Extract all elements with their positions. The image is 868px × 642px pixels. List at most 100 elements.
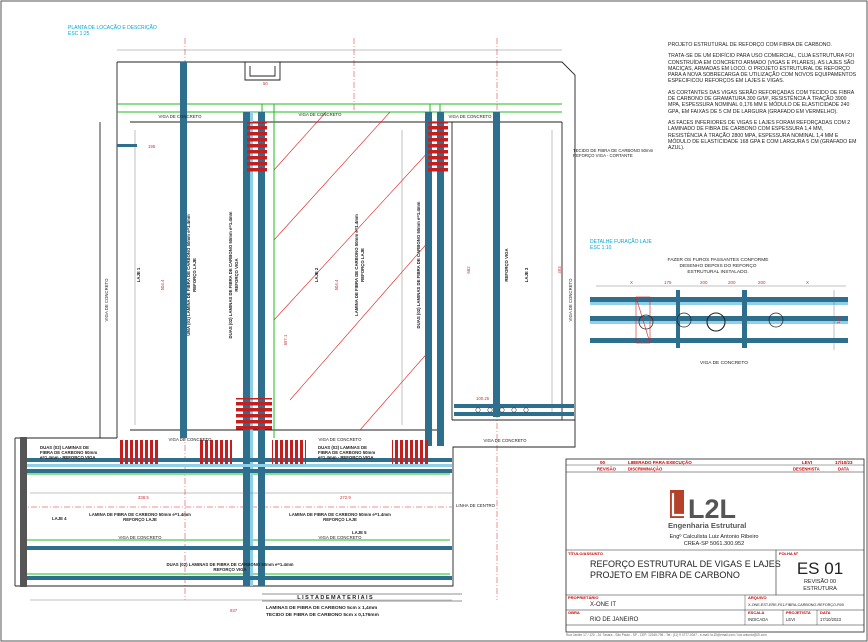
dim-50: 50	[263, 81, 268, 86]
lamina-laje-left-1: LAMINA DE FIBRA DE CARBONO 50mm e=1.4mm	[89, 512, 191, 517]
arquivo-value: X-ONE-EST-ERE-F01-FIBRA-CARBONO-REFORÇO-…	[748, 603, 844, 607]
projetista-label: PROJETISTA	[786, 610, 811, 615]
detail-dim-200a: 200	[700, 280, 708, 285]
laje-2-label: LAJE 2	[314, 267, 319, 282]
laje-3-label: LAJE 3	[524, 267, 529, 282]
detail-note-3: ESTRUTURAL INSTALADO.	[687, 269, 748, 275]
obra-value: RIO DE JANEIRO	[590, 617, 639, 623]
obra-label: OBRA	[568, 610, 580, 615]
vert-label-2a: DUAS (02) LAMINAS DE FIBRA DE CARBONO 50…	[228, 211, 233, 338]
sheet-revision: REVISÃO 00	[804, 578, 836, 585]
footer-address: Rua Jardim 17 / 120 - Jd. Tanara - São P…	[566, 633, 767, 637]
duas-right-2: FIBRA DE CARBONO 50mm	[318, 450, 375, 455]
carbon-strips-horizontal	[27, 144, 574, 580]
l2l-logo-icon	[670, 490, 684, 518]
detail-furacao-drawing: X 175 200 200 200 X 160 VIGA DE CONCRETO	[590, 280, 848, 366]
logo-subtitle: Engenharia Estrutural	[668, 521, 746, 530]
titulo-line-2: PROJETO EM FIBRA DE CARBONO	[590, 570, 740, 580]
material-item-2: TECIDO DE FIBRA DE CARBONO 5cm x 0,176mm	[266, 612, 379, 618]
escala-label: ESCALA	[748, 610, 765, 615]
dim-272: 272.9	[340, 495, 351, 500]
engineer-crea: CREA-SP 5061.300.952	[684, 541, 745, 547]
rev-h-rev: REVISÃO	[597, 467, 617, 472]
rev-h-date: DATA	[838, 467, 849, 472]
dim-338: 338.5	[138, 495, 149, 500]
note-description: TRATA-SE DE UM EDIFÍCIO PARA USO COMERCI…	[668, 53, 857, 85]
rev-by: LEVI	[802, 460, 812, 465]
data-value: 17/10/2023	[820, 617, 842, 622]
materials-list: L I S T A D E M A T E R I A I S LAMINAS …	[262, 593, 462, 618]
detail-dim-x: X	[630, 280, 633, 285]
viga-label-left-vert: VIGA DE CONCRETO	[104, 278, 109, 322]
material-item-1: LAMINAS DE FIBRA DE CARBONO 5cm x 1,4mm	[266, 605, 377, 611]
data-label: DATA	[820, 610, 831, 615]
detail-dim-200c: 200	[758, 280, 766, 285]
dimension-lines	[30, 49, 562, 601]
proprietario-label: PROPRIETÁRIO	[568, 595, 598, 600]
building-outline	[14, 61, 576, 587]
general-notes: PROJETO ESTRUTURAL DE REFORÇO COM FIBRA …	[668, 42, 858, 156]
detail-note-2: DESENHO DEPOIS DO REFORÇO	[679, 263, 756, 269]
vert-label-1a: UMA (01) LAMINA DE FIBRA DE CARBONO 50mm…	[186, 214, 191, 336]
lamina-laje-right-1: LAMINA DE FIBRA DE CARBONO 50mm e=1.4mm	[289, 512, 391, 517]
materials-title: L I S T A D E M A T E R I A I S	[297, 595, 373, 601]
dim-10025: 100.25	[476, 396, 490, 401]
viga-label-mid: VIGA DE CONCRETO	[169, 437, 213, 442]
sheet-number: ES 01	[797, 559, 843, 578]
laje-1-label: LAJE 1	[136, 267, 141, 282]
title-block: 00 LIBERADO PARA EXECUÇÃO LEVI 17/10/23 …	[565, 458, 865, 637]
tecido-viga-label-2: REFORÇO VIGA - CORTANTE	[573, 153, 633, 158]
viga-label-mid2: VIGA DE CONCRETO	[319, 437, 363, 442]
duas-left-1: DUAS (02) LAMINAS DE	[40, 445, 89, 450]
rev-h-by: DESENHISTA	[793, 467, 820, 472]
dim-195: 195	[148, 144, 156, 149]
detail-title: DETALHE FURAÇÃO LAJE	[590, 238, 653, 245]
plan-title: PLANTA DE LOCAÇÃO E DESCRIÇÃO	[68, 24, 157, 31]
dim-504: 504.4	[160, 279, 165, 290]
detail-dim-175: 175	[664, 280, 672, 285]
shear-wraps	[118, 122, 448, 464]
note-shear: AS CORTANTES DAS VIGAS SERÃO REFORÇADAS …	[668, 89, 854, 115]
tecido-viga-label-1: TECIDO DE FIBRA DE CARBONO 50mm	[573, 148, 654, 153]
duas-right-1: DUAS (02) LAMINAS DE	[318, 445, 367, 450]
dim-5047: 504.4	[334, 279, 339, 290]
laje-5-label: LAJE 5	[352, 530, 367, 535]
vert-label-3a: LAMINA DE FIBRA DE CARBONO 50mm e=1.4mm	[354, 214, 359, 316]
lamina-laje-left-2: REFORÇO LAJE	[123, 517, 157, 522]
duas-bottom-1: DUAS (02) LAMINAS DE FIBRA DE CARBONO 50…	[167, 562, 294, 567]
detail-dim-200b: 200	[728, 280, 736, 285]
projetista-value: LEVI	[786, 617, 795, 622]
sheet-discipline: ESTRUTURA	[803, 586, 837, 592]
viga-label-left-top: VIGA DE CONCRETO	[159, 114, 203, 119]
dim-682: 682	[466, 266, 471, 274]
duas-right-3: e=1.4mm - REFORÇO VIGA	[318, 455, 374, 460]
rev-desc: LIBERADO PARA EXECUÇÃO	[628, 459, 692, 465]
carbon-strips-vertical	[180, 62, 500, 586]
vert-label-4a: DUAS (02) LAMINAS DE FIBRA DE CARBONO 50…	[416, 201, 421, 328]
arquivo-label: ARQUIVO	[748, 595, 767, 600]
viga-label-bottom-right: VIGA DE CONCRETO	[319, 535, 363, 540]
rev-date: 17/10/23	[835, 460, 853, 465]
lamina-laje-right-2: REFORÇO LAJE	[323, 517, 357, 522]
step-holes	[475, 407, 529, 413]
viga-label-top: VIGA DE CONCRETO	[299, 112, 343, 117]
rev-number: 00	[600, 460, 606, 465]
duas-left-2: FIBRA DE CARBONO 50mm	[40, 450, 97, 455]
detail-note-1: FAZER OS FUROS PASSANTES CONFORME	[668, 257, 769, 263]
vert-label-4b: REFORÇO VIGA	[504, 248, 509, 281]
engineer-name: Engº Calculista Luiz Antonio Ribeiro	[669, 533, 758, 540]
duas-bottom-2: REFORÇO VIGA	[213, 567, 246, 572]
detail-dim-x2: X	[806, 280, 809, 285]
folha-label: FOLHA Nº	[779, 551, 799, 556]
viga-label-right-vert: VIGA DE CONCRETO	[568, 278, 573, 322]
linha-centro-label: LINHA DE CENTRO	[456, 503, 496, 508]
viga-label-bottom-left: VIGA DE CONCRETO	[119, 535, 163, 540]
rev-h-desc: DISCRIMINAÇÃO	[628, 467, 663, 472]
titulo-line-1: REFORÇO ESTRUTURAL DE VIGAS E LAJES	[590, 559, 781, 569]
viga-label-right-top: VIGA DE CONCRETO	[449, 114, 493, 119]
note-title: PROJETO ESTRUTURAL DE REFORÇO COM FIBRA …	[668, 42, 833, 48]
note-flexure: AS FACES INFERIORES DE VIGAS E LAJES FOR…	[668, 119, 857, 152]
logo-text: L2L	[688, 494, 736, 524]
laje-4-label: LAJE 4	[52, 516, 67, 521]
